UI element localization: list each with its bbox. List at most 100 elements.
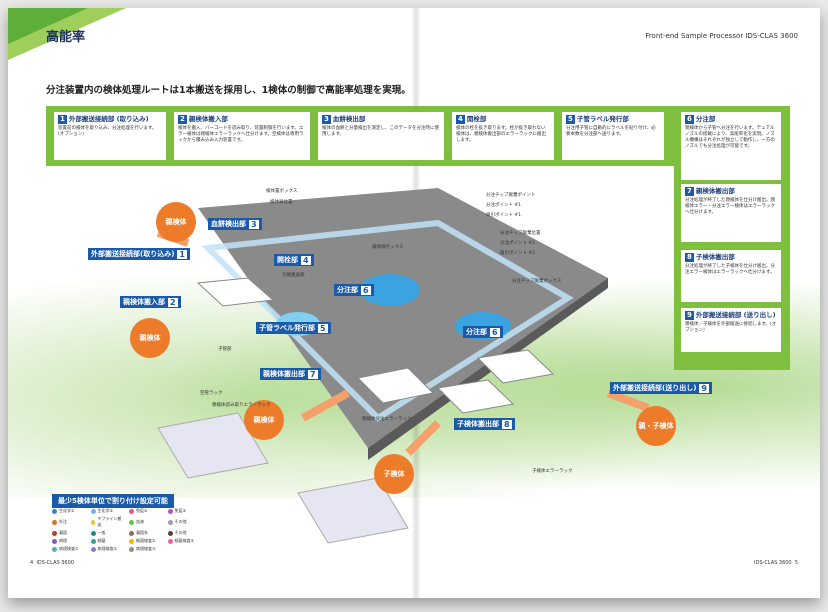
legend-item: 細菌検査①	[129, 538, 164, 544]
legend-item: 凝固	[52, 530, 87, 536]
callout-label: 分注ポイント #1	[486, 203, 522, 208]
callout-label: 分注チップ廃棄位置	[500, 231, 541, 236]
step-number: 7	[685, 187, 694, 196]
legend-swatch	[90, 519, 96, 525]
callout-label: 子検体エラーラック	[532, 469, 573, 474]
diagram-label-number: 1	[177, 249, 187, 259]
diagram-label-text: 親検体搬出部	[263, 370, 305, 378]
diagram-label-text: 外部搬送接続部(取り込み)	[91, 250, 175, 258]
legend-label: 生化学②	[97, 508, 114, 513]
callout-label: 親検体分注エラーラック	[362, 417, 412, 422]
callout-label: 検体廃位置	[270, 200, 293, 205]
circle-oyakentai-bottom: 親検体	[244, 400, 284, 440]
corner-triangle-dark	[8, 8, 88, 44]
callout-label: 吸引ポイント #2	[500, 251, 536, 256]
step-text: 検体の栓を抜き取ります。栓が抜き取れない検体は、親検体搬出部のエラーラックに搬出…	[456, 126, 546, 143]
legend-swatch	[90, 546, 96, 552]
diagram-label-text: 分注部	[466, 328, 487, 336]
legend-label: その他	[174, 530, 187, 535]
step-label: 子検体搬出部	[695, 253, 735, 262]
circle-oyako: 親・子検体	[636, 406, 676, 446]
page-number-right: 5	[794, 560, 798, 566]
diagram-label-number: 6	[490, 327, 500, 337]
rack-legend-2	[297, 477, 409, 544]
diagram-label-text: 子管ラベル発行部	[259, 324, 315, 332]
legend-swatch	[129, 546, 134, 552]
process-diagram	[156, 188, 650, 544]
rack-legend-1	[157, 412, 269, 479]
legend-item: 病理	[52, 538, 87, 544]
step-label: 子管ラベル発行部	[576, 115, 629, 124]
platform	[198, 188, 608, 448]
legend-label: 凝固	[59, 530, 67, 535]
step-label: 親検体搬入部	[188, 115, 228, 124]
legend-label: 免疫②	[174, 508, 187, 513]
legend-swatch	[52, 546, 57, 552]
arrow-out-2	[405, 420, 441, 456]
legend-swatch	[167, 530, 173, 536]
legend-label: 細菌	[97, 538, 106, 543]
legend-item: 一般	[90, 530, 126, 536]
step-text: 分注処理が終了した親検体を仕分け搬出。親検体エラー・分注エラー検体はエラーラック…	[685, 198, 775, 215]
callout-label: 分注ポイント #2	[500, 241, 536, 246]
step-label: 血餅検出部	[332, 115, 366, 124]
step-text: 親検体／子検体を外部搬送に接続します。(オプション)	[685, 322, 777, 333]
step-text: 分注用子管に自動的にラベルを貼り付け、必要本数を分注部へ送ります。	[566, 126, 656, 137]
legend-label: 病理検査①	[59, 546, 79, 551]
legend-label: 病理検査②	[97, 546, 118, 551]
legend-item: 病理検査③	[129, 546, 164, 552]
diagram-label-9: 外部搬送接続部(送り出し)9	[610, 382, 712, 394]
step-number: 9	[685, 311, 694, 320]
callout-label: 検体置ボックス	[266, 189, 298, 194]
callout-label: 親検体読み取りエラーラック	[212, 403, 271, 408]
legend-item: 凝固系	[129, 530, 164, 536]
legend-swatch	[129, 508, 134, 514]
legend-item: 血液	[129, 516, 164, 528]
legend-swatch	[90, 538, 96, 544]
step-label: 親検体搬出部	[695, 187, 735, 196]
footer-right: IDS-CLAS 3600 5	[754, 560, 798, 566]
legend-label: 細菌検査①	[136, 538, 156, 543]
legend-swatch	[52, 538, 57, 544]
callout-label: 分注チップ廃棄ボックス	[512, 279, 562, 284]
diagram-label-number: 9	[699, 383, 709, 393]
rack-out-1	[356, 367, 435, 404]
page-number-left: 4	[30, 560, 34, 566]
legend-item: 免疫②	[167, 508, 203, 514]
legend-label: ギブライン搬送	[97, 516, 122, 527]
legend-item: ギブライン搬送	[90, 516, 126, 528]
diagram-label-number: 4	[301, 255, 311, 265]
diagram-label-number: 2	[168, 297, 178, 307]
diagram-label-text: 子検体搬出部	[457, 420, 499, 428]
circle-oyakentai-top: 親検体	[156, 202, 196, 242]
step-text: 検体の血餅と分量検出を測定し、このデータを分注時に使用します。	[322, 126, 439, 137]
step-label: 開栓部	[466, 115, 487, 124]
legend-item: 病理検査①	[52, 546, 87, 552]
callout-label: 吸引ポイント #1	[486, 213, 522, 218]
dispense-table-1	[360, 274, 420, 306]
callout-label: 検体廃ボックス	[372, 245, 404, 250]
diagram-label-text: 外部搬送接続部(送り出し)	[613, 384, 697, 392]
circle-kokentai: 子検体	[374, 454, 414, 494]
footer-doc-right: IDS-CLAS 3600	[754, 560, 792, 566]
legend-swatch	[129, 519, 134, 525]
legend-label: 凝固系	[136, 530, 148, 535]
step-number: 2	[178, 115, 187, 124]
